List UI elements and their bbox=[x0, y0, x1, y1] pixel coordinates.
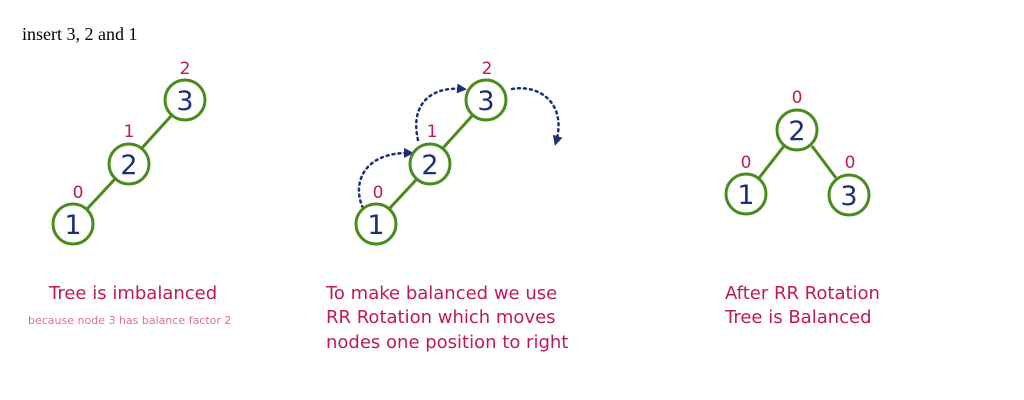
edge-3-2 bbox=[441, 114, 474, 150]
node-value: 2 bbox=[120, 150, 137, 181]
edge-2-3 bbox=[810, 145, 838, 179]
node-value: 2 bbox=[788, 116, 805, 147]
tree-node bbox=[163, 78, 207, 122]
tree-node bbox=[51, 202, 95, 246]
balance-factor: 1 bbox=[427, 122, 438, 142]
caption-line: nodes one position to right bbox=[326, 332, 568, 353]
balance-factor: 1 bbox=[124, 122, 135, 142]
tree-node bbox=[724, 172, 768, 216]
edge-3-2 bbox=[140, 114, 173, 150]
tree-node bbox=[464, 78, 508, 122]
panel-rr-rotation: 3 2 2 1 1 0 To make balanced we use RR R… bbox=[325, 59, 568, 353]
node-value: 2 bbox=[421, 150, 438, 181]
tree-node bbox=[107, 142, 151, 186]
balance-factor: 0 bbox=[73, 183, 84, 203]
balance-factor: 0 bbox=[845, 153, 856, 173]
panel-balanced-tree: 2 0 1 0 3 0 After RR Rotation Tree is Ba… bbox=[724, 88, 880, 328]
caption-line: To make balanced we use bbox=[325, 283, 557, 304]
node-value: 1 bbox=[737, 180, 754, 211]
balance-factor: 0 bbox=[741, 153, 752, 173]
balance-factor: 0 bbox=[792, 88, 803, 108]
edge-2-1 bbox=[757, 145, 786, 179]
tree-node bbox=[775, 108, 819, 152]
panel-imbalanced-tree: 3 2 2 1 1 0 Tree is imbalanced because n… bbox=[28, 59, 231, 327]
rotation-arrow-2-to-3 bbox=[415, 83, 467, 142]
diagram-title: insert 3, 2 and 1 bbox=[22, 24, 137, 44]
node-value: 3 bbox=[477, 86, 494, 117]
node-value: 1 bbox=[64, 210, 81, 241]
edge-2-1 bbox=[387, 178, 418, 211]
node-value: 3 bbox=[176, 86, 193, 117]
balance-factor: 2 bbox=[482, 59, 493, 79]
tree-node bbox=[827, 173, 871, 217]
edge-2-1 bbox=[85, 177, 117, 211]
rotation-arrow-1-to-2 bbox=[357, 147, 414, 210]
node-value: 3 bbox=[840, 181, 857, 212]
rotation-arrow-right bbox=[510, 87, 563, 146]
balance-factor: 2 bbox=[180, 59, 191, 79]
caption-subtext: because node 3 has balance factor 2 bbox=[28, 314, 231, 327]
tree-node bbox=[354, 202, 398, 246]
caption-line: Tree is Balanced bbox=[724, 307, 872, 328]
tree-node bbox=[408, 142, 452, 186]
node-value: 1 bbox=[367, 210, 384, 241]
caption-line: After RR Rotation bbox=[725, 283, 880, 304]
caption-line: RR Rotation which moves bbox=[326, 307, 556, 328]
caption-line: Tree is imbalanced bbox=[48, 283, 217, 304]
balance-factor: 0 bbox=[373, 183, 384, 203]
